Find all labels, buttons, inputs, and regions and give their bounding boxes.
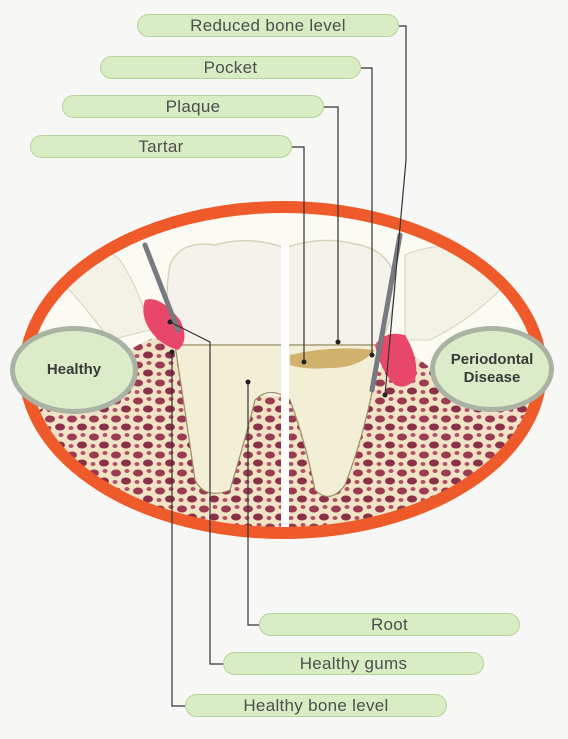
badge-periodontal-line1: Periodontal [451, 351, 534, 369]
tooth-crown-center [167, 240, 395, 345]
dot-pocket [370, 353, 375, 358]
label-healthy-gums: Healthy gums [223, 652, 484, 675]
badge-periodontal-line2: Disease [464, 369, 521, 387]
dot-plaque [336, 340, 341, 345]
dot-healthy-bone-level [170, 350, 175, 355]
badge-healthy: Healthy [10, 326, 138, 414]
badge-periodontal-disease: Periodontal Disease [430, 326, 554, 412]
label-plaque: Plaque [62, 95, 324, 118]
label-root: Root [259, 613, 520, 636]
label-pocket: Pocket [100, 56, 361, 79]
label-healthy-bone-level: Healthy bone level [185, 694, 447, 717]
label-reduced-bone-level: Reduced bone level [137, 14, 399, 37]
dot-root [246, 380, 251, 385]
label-tartar: Tartar [30, 135, 292, 158]
dot-reduced-bone-level [383, 393, 388, 398]
dot-tartar [302, 360, 307, 365]
dot-healthy-gums [168, 320, 173, 325]
